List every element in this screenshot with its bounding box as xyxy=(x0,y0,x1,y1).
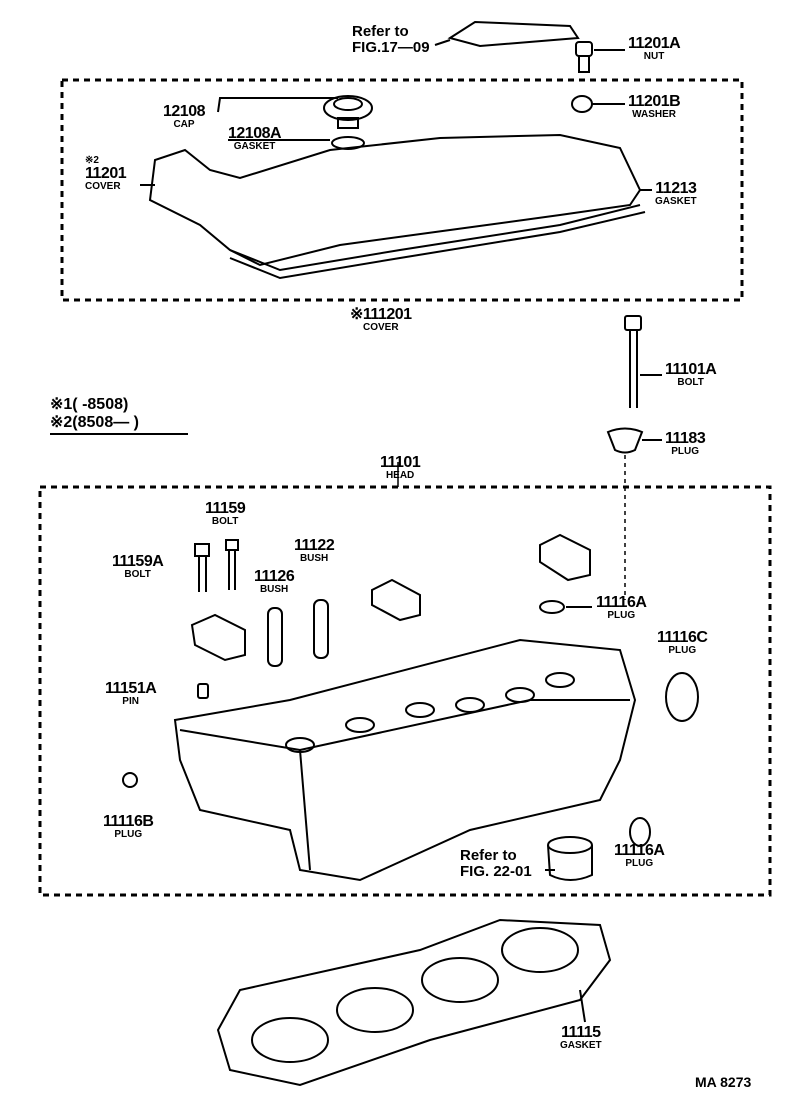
head-assembly-box xyxy=(38,485,772,897)
bolt-11159-part xyxy=(225,539,239,590)
bush-11126-part xyxy=(267,607,283,667)
cap-part xyxy=(323,95,373,129)
sheet-part xyxy=(447,20,580,48)
nut-part xyxy=(575,41,593,73)
head-bolt-part xyxy=(624,315,642,408)
head-gasket-part xyxy=(216,918,612,1087)
plug-11116b-part xyxy=(122,772,138,788)
bolt-11159a-part xyxy=(194,543,210,592)
plug-11116c-part xyxy=(665,672,699,722)
plug-11116a-bottom-part xyxy=(629,817,651,847)
pin-part xyxy=(197,683,209,699)
refer-part xyxy=(547,836,593,881)
plug-11116a-top-part xyxy=(539,600,565,614)
gasket-bores xyxy=(251,927,579,1063)
diagram-code: MA 8273 xyxy=(695,1074,752,1090)
rocker-support-part xyxy=(539,533,591,582)
valve-cover-part xyxy=(148,133,642,267)
rocker-support-part xyxy=(190,613,246,662)
cylinder-head-part xyxy=(173,638,637,882)
plug-11183-part xyxy=(606,427,644,454)
washer-part xyxy=(571,95,593,113)
rocker-support-part xyxy=(371,578,421,622)
head-holes xyxy=(285,672,575,753)
cover-gasket-part xyxy=(229,211,646,280)
legend: ※1( -8508)※2(8508— ) xyxy=(50,396,188,435)
bush-11122-part xyxy=(313,599,329,659)
